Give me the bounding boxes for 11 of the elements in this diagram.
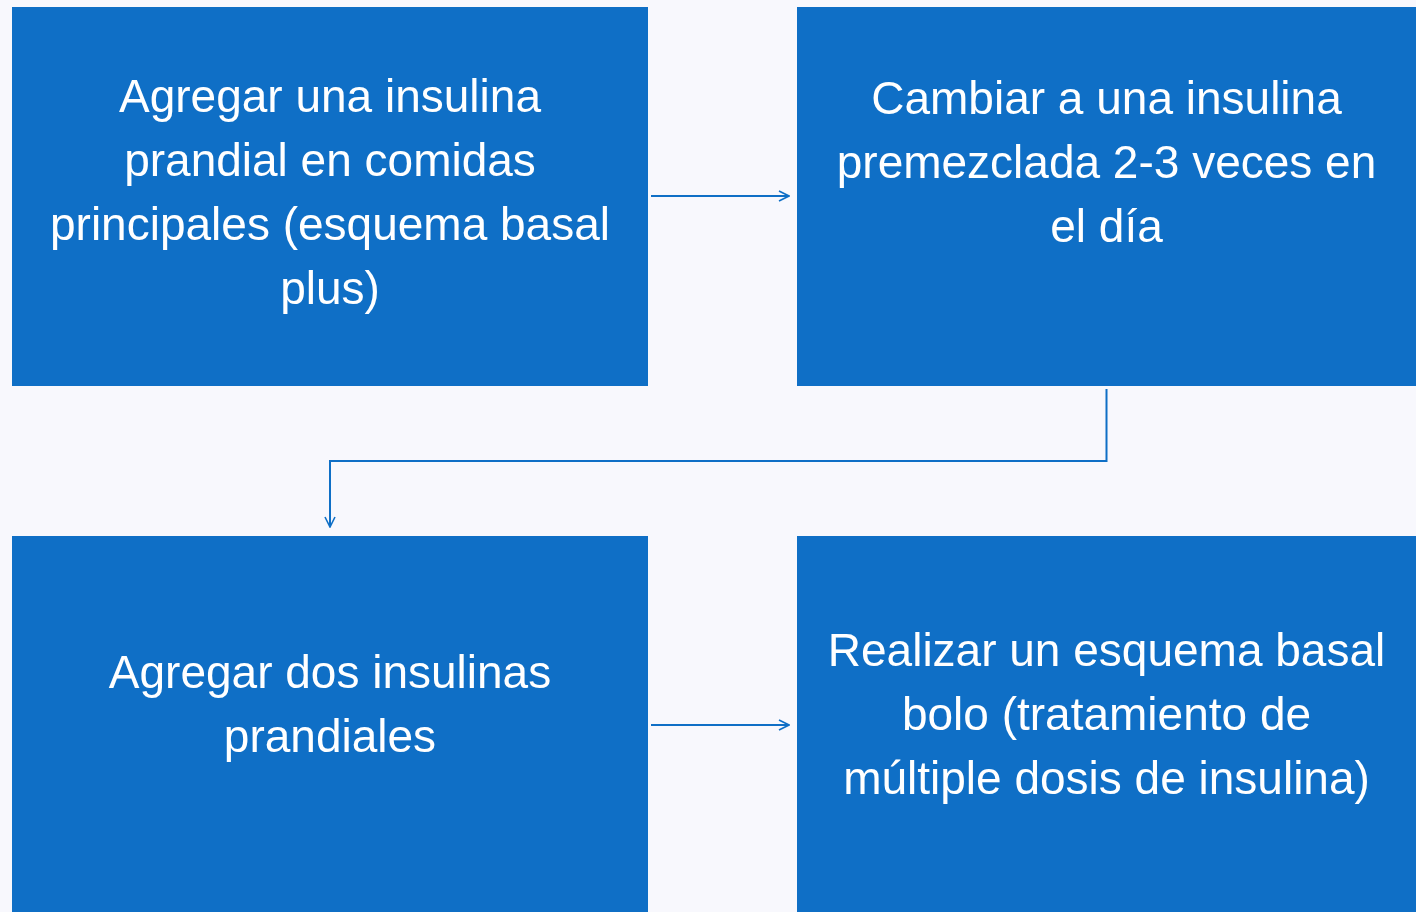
- box-text: Agregar una insulina prandial en comidas principales (esquema basal plus): [49, 68, 611, 316]
- box-text: Agregar dos insulinas prandiales: [107, 645, 553, 764]
- arrow: [650, 719, 790, 731]
- box-text: Cambiar a una insulina premezclada 2-3 veces en el día: [835, 70, 1378, 254]
- box-text: Realizar un esquema basal bolo (tratamiento de múltiple dosis de insulina): [826, 623, 1387, 806]
- process-box: [12, 7, 648, 386]
- arrow: [650, 190, 790, 202]
- process-box: [12, 536, 648, 912]
- process-box: [797, 7, 1416, 386]
- process-box: [797, 536, 1416, 912]
- arrow: [324, 388, 1108, 528]
